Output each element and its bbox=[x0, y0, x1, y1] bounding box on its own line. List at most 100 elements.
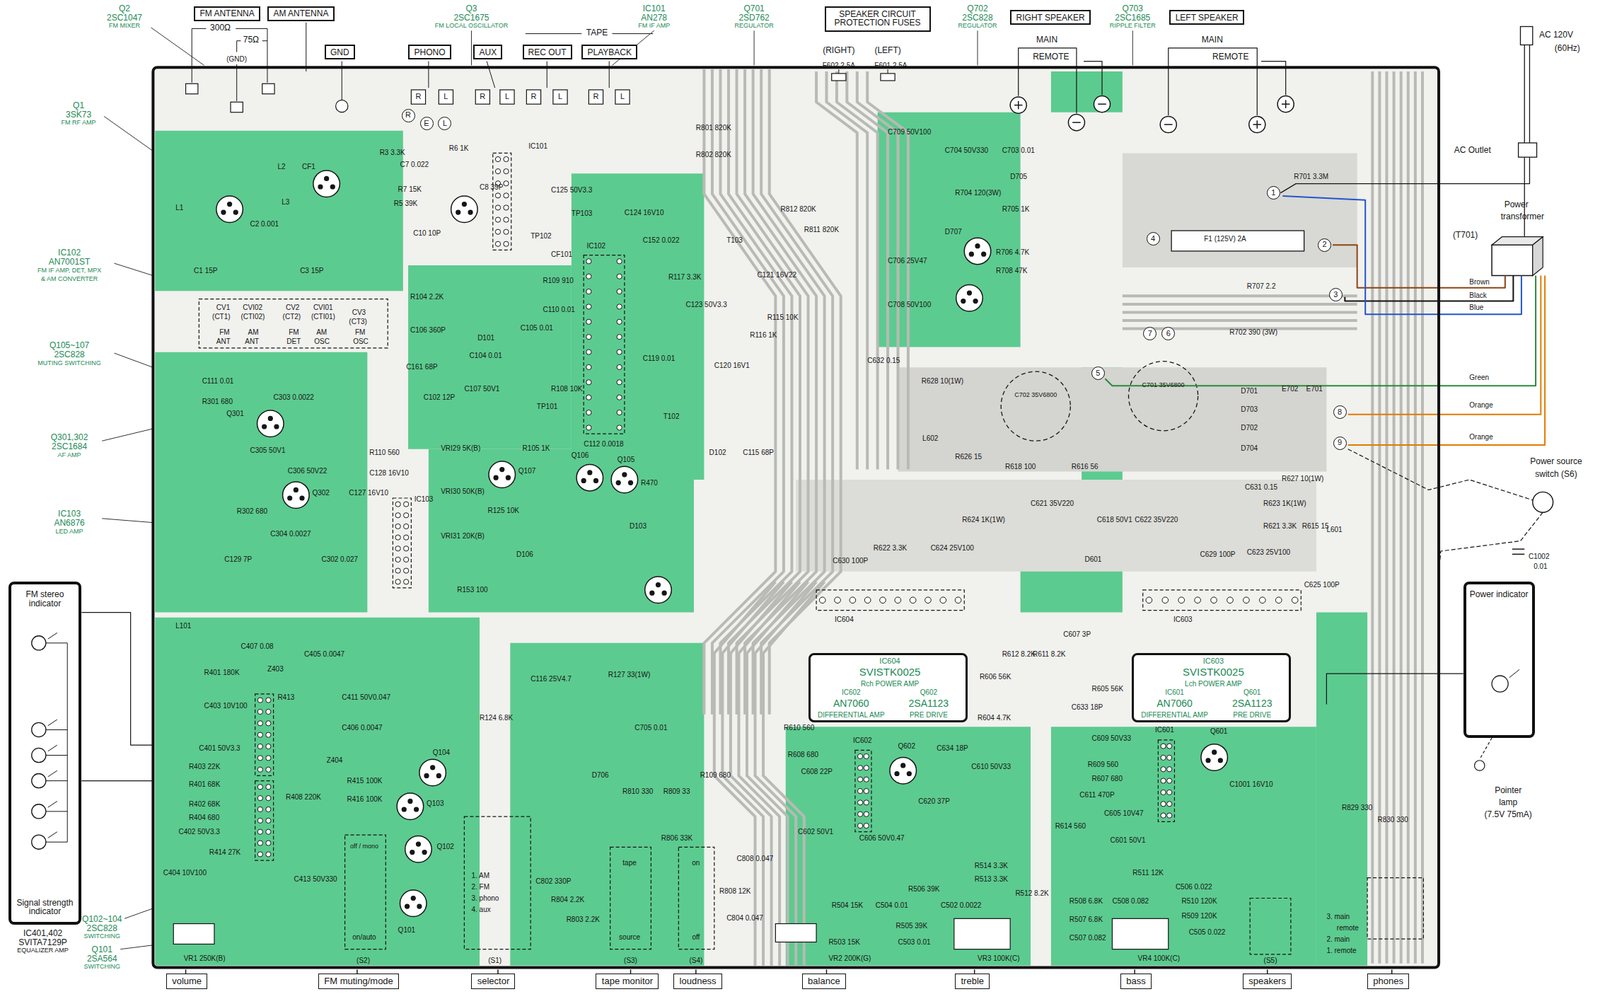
copper-area bbox=[1122, 152, 1358, 268]
ic-pin-pad bbox=[586, 334, 592, 340]
component-label: R704 120(3W) bbox=[954, 189, 1001, 197]
component-label: C305 50V1 bbox=[249, 447, 286, 455]
component-label: R506 39K bbox=[908, 885, 940, 893]
component-label: R153 100 bbox=[456, 586, 488, 594]
component-label: C405 0.0047 bbox=[304, 650, 345, 658]
pcb-board bbox=[152, 67, 1439, 967]
pcb-trace bbox=[846, 71, 888, 470]
component-label: R6 1K bbox=[449, 145, 469, 153]
annotation: Brown bbox=[1469, 278, 1489, 286]
ic-pin-pad bbox=[1167, 766, 1173, 772]
terminal-sign bbox=[1164, 123, 1173, 126]
transistor-pin bbox=[593, 478, 599, 484]
copper-ground-plane bbox=[408, 265, 572, 450]
transistor-pin bbox=[973, 298, 979, 304]
ic-pin-pad bbox=[265, 851, 271, 857]
component-label: R611 8.2K bbox=[1032, 650, 1066, 658]
terminal-sign bbox=[1017, 101, 1020, 110]
node-text: SVISTK0025 bbox=[859, 666, 921, 678]
control-value: VR2 200K(G) bbox=[828, 954, 871, 962]
part-callout: Q2 bbox=[118, 4, 131, 13]
potentiometer bbox=[775, 923, 817, 943]
component-label: R608 680 bbox=[787, 751, 819, 759]
transistor-pin bbox=[906, 770, 912, 776]
connector-label: RIGHT SPEAKER bbox=[1010, 9, 1091, 25]
speaker-terminal bbox=[1093, 96, 1110, 113]
component-label: C625 100P bbox=[1304, 581, 1340, 589]
component-label: D601 bbox=[1084, 555, 1102, 564]
part-callout: MUTING SWITCHING bbox=[37, 360, 102, 367]
component-label: C632 0.15 bbox=[867, 357, 900, 365]
ic-pin-pad bbox=[1243, 596, 1250, 604]
copper-ground-plane bbox=[428, 449, 694, 613]
pcb-trace bbox=[816, 71, 858, 470]
ic-pin-pad bbox=[616, 409, 622, 415]
jack-letter: R bbox=[415, 92, 421, 101]
transistor-pin bbox=[499, 466, 505, 472]
node-text: IC604 bbox=[879, 657, 900, 666]
component-label: C127 16V10 bbox=[348, 489, 389, 497]
node-text: Signal strength indicator bbox=[14, 898, 77, 917]
component-label: R413 bbox=[277, 693, 295, 701]
leader-line bbox=[609, 61, 610, 89]
component-label: R607 680 bbox=[1092, 775, 1123, 783]
ic-pin-pad bbox=[586, 304, 592, 310]
component-label: C606 50V0.47 bbox=[859, 834, 905, 842]
ic-footprint bbox=[583, 255, 625, 434]
transistor-pin bbox=[413, 806, 419, 812]
component-label: C609 50V33 bbox=[1092, 734, 1132, 742]
copper-ground-plane bbox=[785, 726, 1031, 966]
part-callout: 2SA564 bbox=[87, 954, 118, 963]
ic-footprint bbox=[493, 152, 512, 250]
component-label: R301 680 bbox=[202, 398, 233, 406]
transistor-pin bbox=[981, 251, 987, 257]
node-text: FM muting/mode bbox=[323, 976, 394, 987]
pcb-trace bbox=[769, 69, 842, 715]
transistor-pin bbox=[628, 480, 634, 486]
ic-pin-pad bbox=[858, 765, 863, 771]
component-label: (CT2) bbox=[282, 313, 302, 321]
pcb-trace bbox=[1384, 71, 1388, 964]
part-callout: 2SC1047 bbox=[106, 13, 143, 22]
terminal-sign bbox=[1256, 120, 1259, 129]
control-label: phones bbox=[1367, 973, 1410, 989]
ic-pin-pad bbox=[1178, 596, 1185, 604]
transistor-symbol bbox=[419, 758, 447, 786]
component-label: ANT bbox=[244, 338, 259, 346]
switch-number: (S1) bbox=[488, 957, 502, 965]
node-text: Power indicator bbox=[1469, 589, 1530, 600]
annotation: 300Ω bbox=[210, 23, 231, 32]
jack-letter: R bbox=[479, 92, 486, 101]
component-label: C631 0.15 bbox=[1244, 483, 1278, 491]
component-label: R415 100K bbox=[346, 777, 382, 785]
ic-pin-pad bbox=[863, 811, 869, 817]
ic-pin-pad bbox=[395, 512, 401, 518]
led-arrow bbox=[48, 831, 58, 839]
component-label: R512 8.2K bbox=[1015, 889, 1049, 897]
transistor-pin bbox=[1211, 749, 1217, 755]
annotation: Power bbox=[1504, 200, 1529, 209]
transistor-pin bbox=[1205, 757, 1211, 763]
node-text: bass bbox=[1126, 976, 1146, 987]
transistor-pin bbox=[621, 471, 627, 477]
node-text: phones bbox=[1372, 976, 1404, 987]
node-text: 4 bbox=[1150, 234, 1156, 244]
annotation: Green bbox=[1469, 374, 1489, 382]
ic-pin-pad bbox=[586, 394, 592, 400]
component-label: R509 120K bbox=[1181, 912, 1218, 920]
ic-pin-pad bbox=[495, 169, 501, 175]
component-label: R706 4.7K bbox=[995, 248, 1030, 257]
transistor-pin bbox=[323, 176, 329, 182]
power-switch bbox=[1532, 491, 1554, 513]
pcb-trace bbox=[737, 69, 809, 715]
transistor-pin bbox=[233, 209, 239, 215]
ic-pin-pad bbox=[403, 512, 409, 518]
transistor-pin bbox=[430, 764, 436, 770]
leader-line bbox=[114, 352, 154, 368]
ic-pin-pad bbox=[863, 787, 869, 793]
ic-pin-pad bbox=[495, 229, 501, 235]
annotation: Power source bbox=[1529, 456, 1582, 466]
component-label: C804 0.047 bbox=[726, 914, 764, 922]
part-callout: FM LOCAL OSCILLATOR bbox=[435, 22, 508, 30]
component-label: L602 bbox=[922, 435, 938, 443]
